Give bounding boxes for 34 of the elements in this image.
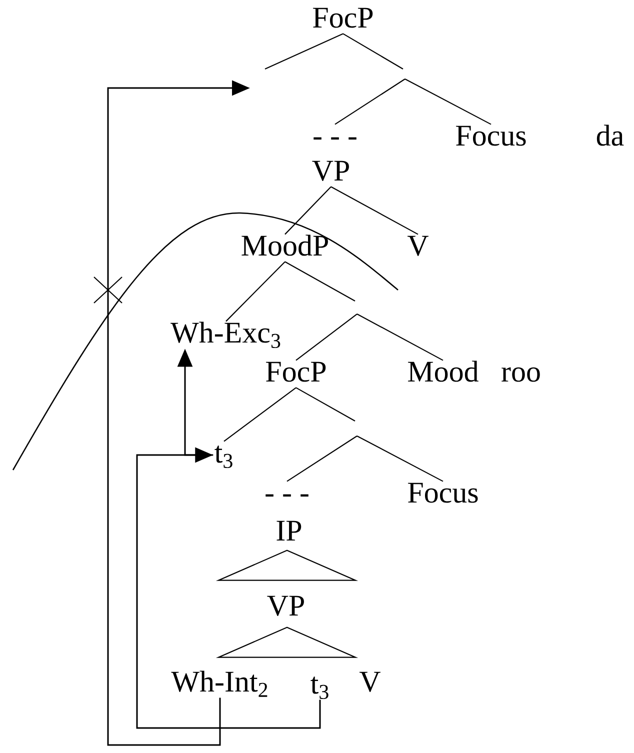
branch-line: [356, 436, 444, 482]
branch-line: [334, 78, 406, 125]
tree-label: IP: [276, 520, 302, 540]
branch-line: [330, 186, 418, 235]
tree-label: roo: [502, 367, 540, 382]
tree-label: FocP: [313, 8, 373, 28]
branch-line: [264, 33, 344, 70]
tree-label: t$_{3}$: [310, 676, 328, 700]
branch-line: [296, 314, 358, 361]
tree-label: t$_{3}$: [214, 446, 232, 468]
branch-line: [284, 261, 356, 302]
tree-label: da: [596, 124, 624, 146]
branch-line: [226, 261, 286, 322]
tree-label: VP: [267, 596, 304, 616]
tree-label: Wh-Int$_{2}$: [171, 670, 268, 697]
tree-label: - - -: [266, 494, 308, 497]
branch-line: [404, 78, 492, 125]
movement-arrow: [136, 447, 321, 729]
branch-line: [224, 387, 296, 442]
tree-label: FocP: [266, 362, 326, 382]
tree-label: V: [360, 672, 380, 692]
tree-label: Mood: [408, 360, 478, 382]
tree-label: Focus: [408, 482, 478, 503]
branch-line: [342, 33, 404, 70]
tree-label: VP: [312, 160, 349, 181]
tree-label: V: [408, 236, 428, 256]
tree-label: - - -: [314, 137, 356, 140]
branch-line: [356, 314, 444, 361]
tree-label: Focus: [456, 126, 526, 146]
tree-label: Wh-Exc$_{3}$: [170, 322, 280, 348]
tree-label: MoodP: [242, 234, 328, 256]
branch-line: [296, 387, 356, 422]
branch-line: [286, 436, 358, 482]
branch-line: [284, 186, 332, 235]
